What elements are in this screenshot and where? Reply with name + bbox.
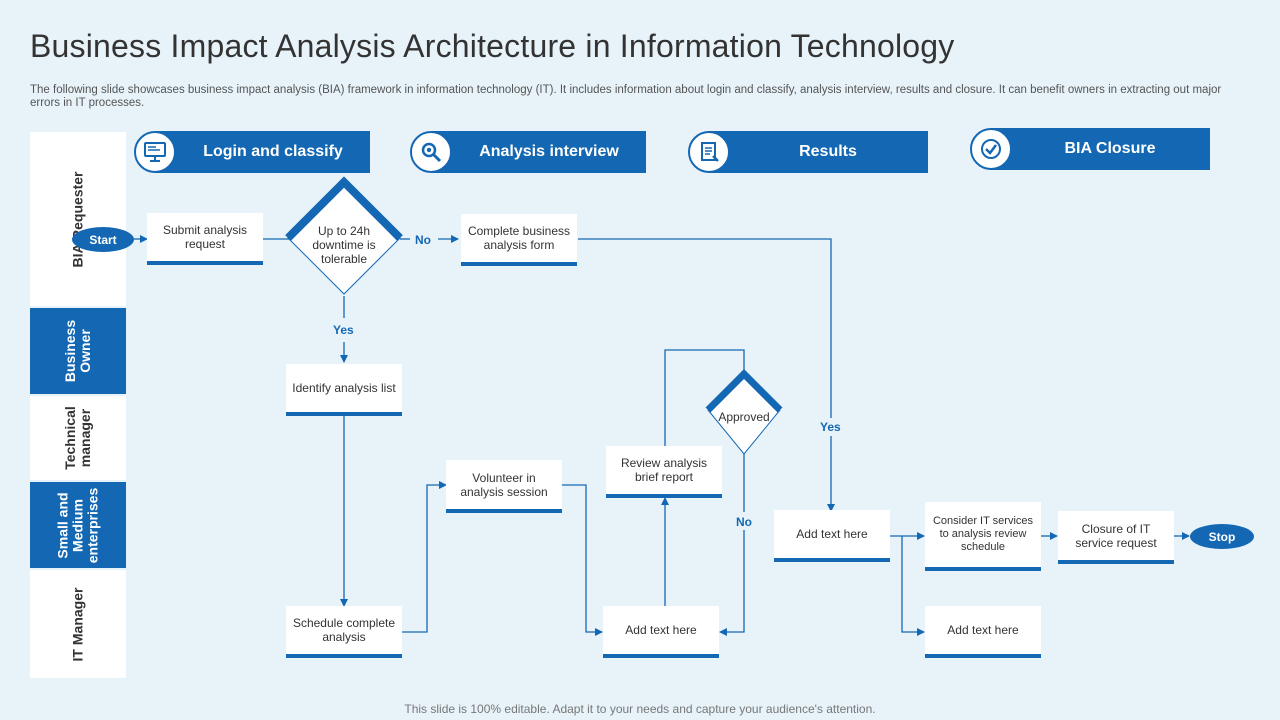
lane-bia-requester: BIA Requester <box>30 132 126 306</box>
page-subtitle: The following slide showcases business i… <box>30 84 1222 109</box>
computer-icon <box>134 131 176 173</box>
stage-label: BIA Closure <box>1064 140 1156 157</box>
add-text-box-bottom: Add text here <box>925 606 1041 658</box>
stage-label: Login and classify <box>203 143 343 160</box>
magnifier-icon <box>410 131 452 173</box>
yes-label: Yes <box>820 420 841 434</box>
stage-login-classify: Login and classify <box>156 131 370 173</box>
no-label: No <box>736 515 752 529</box>
lane-it-manager: IT Manager <box>30 570 126 678</box>
lane-business-owner: Business Owner <box>30 308 126 394</box>
volunteer-analysis-session-box: Volunteer in analysis session <box>446 460 562 513</box>
lane-technical-manager: Technical manager <box>30 396 126 480</box>
complete-business-analysis-form-box: Complete business analysis form <box>461 214 577 266</box>
checkmark-icon <box>970 128 1012 170</box>
review-analysis-brief-report-box: Review analysis brief report <box>606 446 722 498</box>
consider-it-services-box: Consider IT services to analysis review … <box>925 502 1041 571</box>
decision-downtime-text: Up to 24h downtime is tolerable <box>312 224 376 266</box>
stage-results: Results <box>708 131 928 173</box>
add-text-box-mid: Add text here <box>603 606 719 658</box>
submit-analysis-request-box: Submit analysis request <box>147 213 263 265</box>
identify-analysis-list-box: Identify analysis list <box>286 364 402 416</box>
stage-analysis-interview: Analysis interview <box>432 131 646 173</box>
stop-terminal: Stop <box>1190 524 1254 549</box>
page-title: Business Impact Analysis Architecture in… <box>30 28 955 64</box>
document-icon <box>688 131 730 173</box>
stage-label: Analysis interview <box>479 143 619 160</box>
lane-small-medium-enterprises: Small and Medium enterprises <box>30 482 126 568</box>
yes-label: Yes <box>333 323 354 337</box>
stage-label: Results <box>799 143 857 160</box>
schedule-complete-analysis-box: Schedule complete analysis <box>286 606 402 658</box>
decision-approved-text: Approved <box>718 410 770 424</box>
start-terminal: Start <box>72 227 134 252</box>
stage-bia-closure: BIA Closure <box>990 128 1210 170</box>
no-label: No <box>415 233 431 247</box>
footer-note: This slide is 100% editable. Adapt it to… <box>404 702 876 716</box>
add-text-box-results: Add text here <box>774 510 890 562</box>
closure-it-service-request-box: Closure of IT service request <box>1058 511 1174 564</box>
